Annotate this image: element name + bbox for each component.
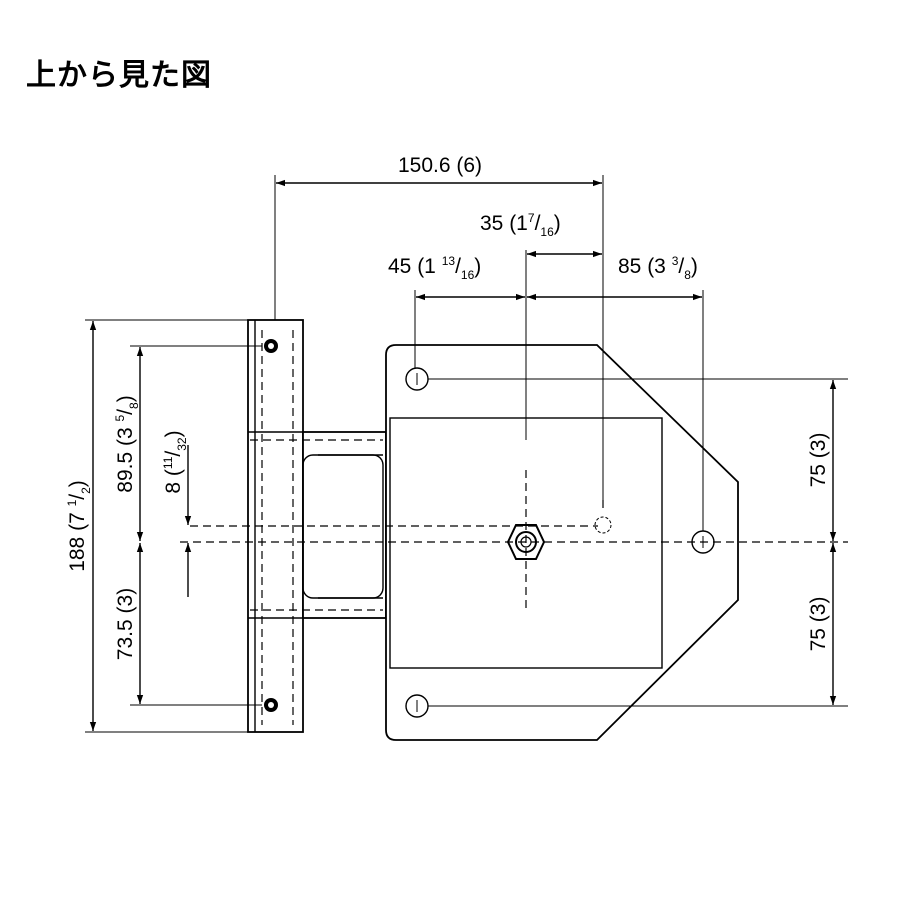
dim-offset-45: 45 (1 13/16) [388,254,481,282]
bracket-arm [250,431,387,619]
dim-height-89-5: 89.5 (3 5/8) [113,395,141,492]
dim-overall-width: 150.6 (6) [398,154,482,177]
dimension-lines [89,179,837,731]
dim-offset-35: 35 (17/16) [480,211,561,239]
extension-lines [85,175,848,733]
screw-top [264,339,278,353]
dim-right-lower: 75 (3) [807,597,830,652]
screw-bottom [264,698,278,712]
dim-height-73-5: 73.5 (3) [114,588,137,660]
dim-offset-85: 85 (3 3/8) [618,254,698,282]
dim-height-188: 188 (7 1/2) [65,480,93,572]
center-lines [180,300,848,610]
dim-height-8: 8 (11/32) [161,430,189,493]
hole-hidden [594,516,612,534]
page-title: 上から見た図 [26,58,212,93]
dim-right-upper: 75 (3) [807,433,830,488]
